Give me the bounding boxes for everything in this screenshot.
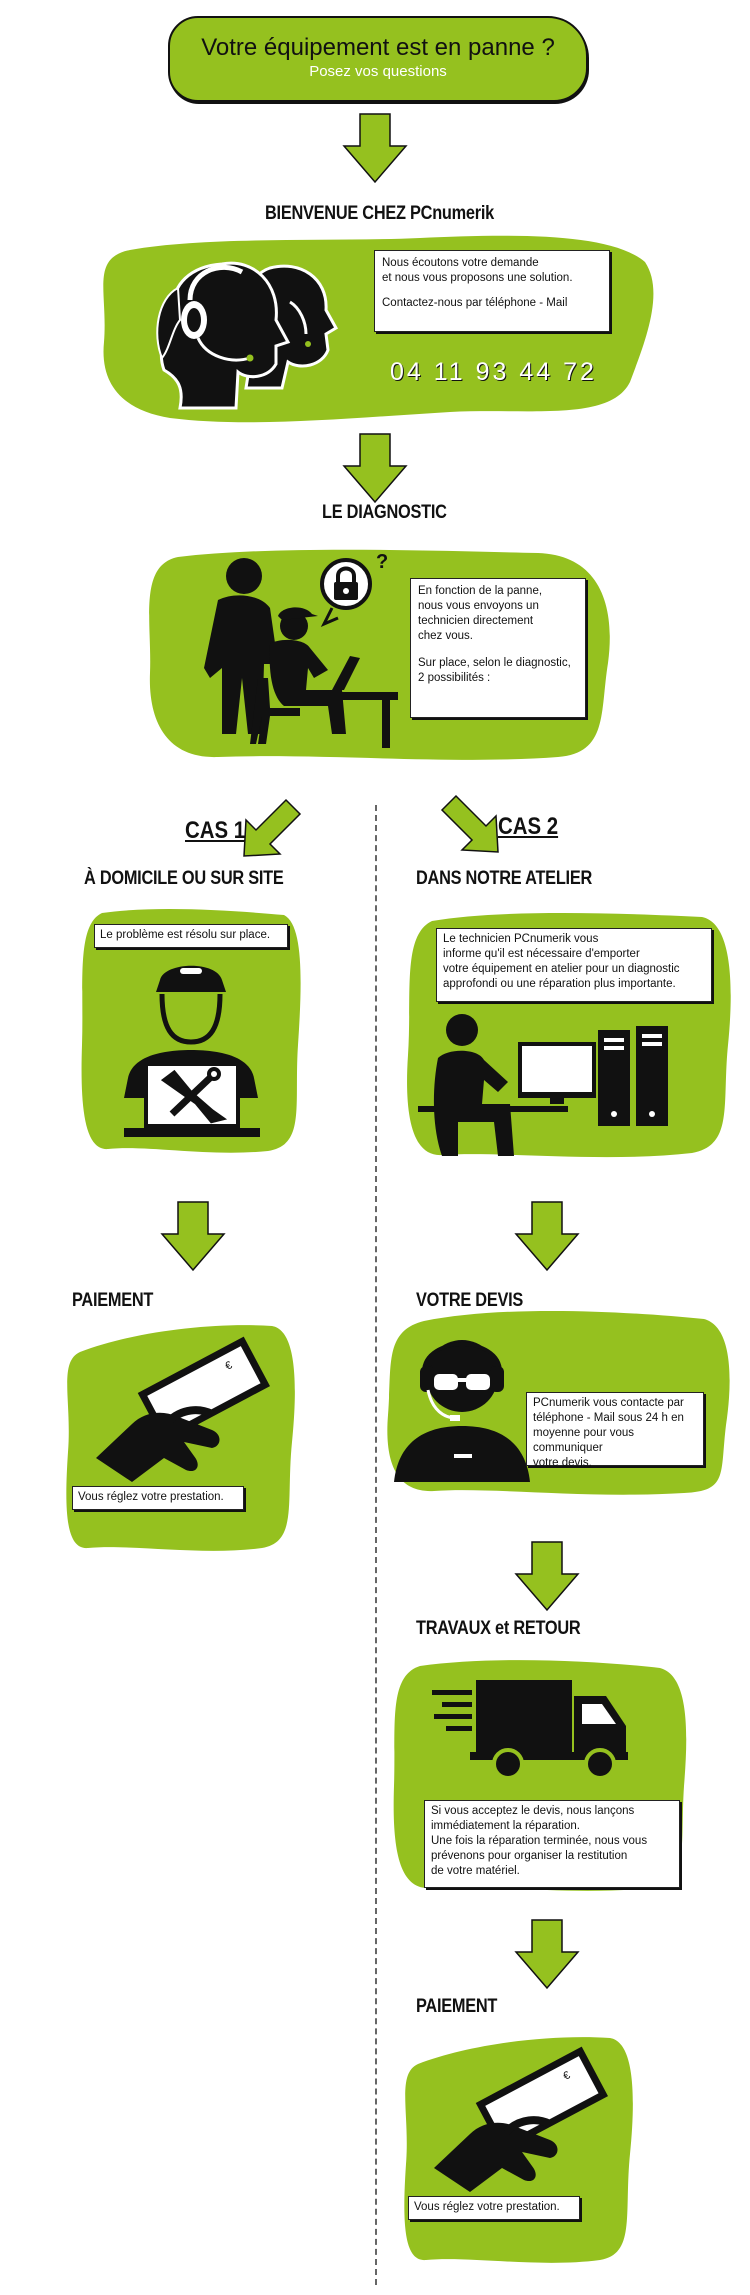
welcome-textbox: Nous écoutons votre demande et nous vous…: [374, 250, 610, 332]
devis-heading: VOTRE DEVIS: [416, 1290, 524, 1311]
atelier-line: Le technicien PCnumerik vous: [443, 933, 599, 945]
cas2-heading: DANS NOTRE ATELIER: [416, 868, 593, 889]
atelier-line: votre équipement en atelier pour un diag…: [443, 963, 680, 975]
page-subtitle: Posez vos questions: [309, 63, 447, 80]
diagnostic-line: Sur place, selon le diagnostic,: [418, 657, 571, 669]
cas2-payment-heading: PAIEMENT: [416, 1996, 498, 2017]
cas1-heading: À DOMICILE OU SUR SITE: [84, 868, 284, 889]
devis-textbox: PCnumerik vous contacte par téléphone - …: [526, 1392, 704, 1469]
welcome-line: Contactez-nous par téléphone - Mail: [382, 297, 568, 309]
travaux-line: prévenons pour organiser la restitution: [431, 1850, 628, 1862]
cas1-payment-textbox: Vous réglez votre prestation.: [72, 1486, 244, 1510]
welcome-line: Nous écoutons votre demande: [382, 257, 539, 269]
travaux-textbox: Si vous acceptez le devis, nous lançons …: [424, 1800, 680, 1888]
atelier-line: approfondi ou une réparation plus import…: [443, 978, 676, 990]
svg-text:€: €: [223, 1359, 234, 1372]
cas1-label: CAS 1: [185, 817, 246, 844]
workshop-technician-icon: [418, 1014, 668, 1156]
down-arrow-icon: [514, 1919, 580, 1990]
cas1-payment-heading: PAIEMENT: [72, 1290, 154, 1311]
payment-hand-icon: €: [434, 2046, 608, 2192]
support-agents-icon: [156, 261, 339, 410]
travaux-line: immédiatement la réparation.: [431, 1820, 580, 1832]
travaux-line: de votre matériel.: [431, 1865, 520, 1877]
devis-line: PCnumerik vous contacte par: [533, 1397, 684, 1409]
delivery-truck-icon: [432, 1680, 628, 1780]
travaux-line: Une fois la réparation terminée, nous vo…: [431, 1835, 648, 1847]
cas2-atelier-textbox: Le technicien PCnumerik vous informe qu'…: [436, 928, 712, 1002]
devis-line: téléphone - Mail sous 24 h en: [533, 1412, 684, 1424]
diagnostic-line: 2 possibilités :: [418, 672, 491, 684]
diagnostic-heading: LE DIAGNOSTIC: [322, 502, 447, 523]
down-arrow-icon: [342, 433, 408, 504]
technician-diagnostic-icon: ?: [204, 551, 398, 748]
diagnostic-line: technicien directement: [418, 615, 534, 627]
svg-text:?: ?: [376, 551, 388, 573]
travaux-heading: TRAVAUX et RETOUR: [416, 1618, 581, 1639]
support-agent-glasses-icon: [394, 1340, 530, 1482]
welcome-line: et nous vous proposons une solution.: [382, 272, 573, 284]
travaux-line: Si vous acceptez le devis, nous lançons: [431, 1805, 635, 1817]
down-arrow-icon: [160, 1201, 226, 1272]
diagonal-arrow-icon: [440, 794, 499, 853]
diagnostic-line: nous vous envoyons un: [418, 600, 539, 612]
devis-line: moyenne pour vous communiquer: [533, 1427, 635, 1454]
cas2-payment-textbox: Vous réglez votre prestation.: [408, 2196, 580, 2220]
cas2-label: CAS 2: [498, 813, 559, 840]
column-divider: [375, 805, 377, 2285]
welcome-heading: BIENVENUE CHEZ PCnumerik: [265, 203, 494, 224]
page-title: Votre équipement est en panne ?: [201, 34, 555, 61]
diagonal-arrow-icon: [243, 798, 302, 857]
diagnostic-textbox: En fonction de la panne, nous vous envoy…: [410, 578, 586, 718]
svg-text:€: €: [561, 2069, 572, 2082]
phone-number[interactable]: 04 11 93 44 72: [390, 358, 597, 386]
devis-line: votre devis.: [533, 1457, 592, 1469]
cas1-textbox: Le problème est résolu sur place.: [94, 924, 288, 948]
technician-laptop-icon: [124, 965, 260, 1137]
down-arrow-icon: [342, 113, 408, 184]
payment-hand-icon: €: [96, 1336, 270, 1482]
down-arrow-icon: [514, 1201, 580, 1272]
atelier-line: informe qu'il est nécessaire d'emporter: [443, 948, 640, 960]
diagnostic-line: En fonction de la panne,: [418, 585, 543, 597]
down-arrow-icon: [514, 1541, 580, 1612]
diagnostic-line: chez vous.: [418, 630, 473, 642]
title-banner: Votre équipement est en panne ? Posez vo…: [168, 16, 588, 102]
